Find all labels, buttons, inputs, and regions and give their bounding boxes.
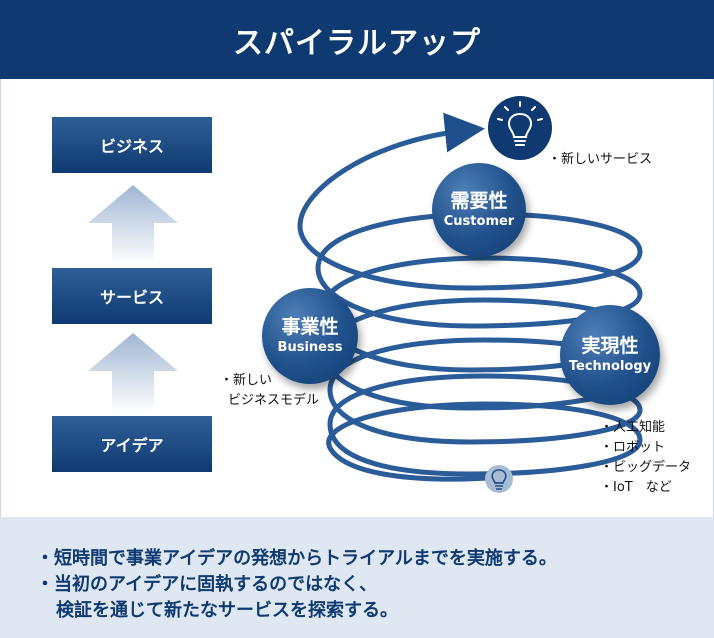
stage-idea-label: アイデア [100, 436, 164, 455]
bubble-business-title: 事業性 [281, 316, 339, 338]
summary-line-1: ・短時間で事業アイデアの発想からトライアルまでを実施する。 [36, 548, 557, 569]
spiral-ring-1 [326, 401, 643, 482]
note-business-model-1: ・新しい [220, 373, 273, 388]
stage-business: ビジネス [52, 117, 212, 173]
up-arrow-lower [88, 333, 178, 413]
summary-line-2: ・当初のアイデアに固執するのではなく、 [36, 574, 378, 595]
bubble-tech: 実現性 Technology [560, 305, 660, 405]
up-arrow-upper [88, 185, 178, 265]
stage-idea: アイデア [52, 416, 212, 472]
summary-panel: ・短時間で事業アイデアの発想からトライアルまでを実施する。 ・当初のアイデアに固… [0, 517, 714, 638]
note-tech-item: ・ロボット [600, 440, 666, 455]
lightbulb-icon-small [485, 465, 513, 493]
bubble-business: 事業性 Business [262, 288, 358, 384]
bubble-demand: 需要性 Customer [432, 163, 526, 257]
bubble-demand-title: 需要性 [450, 190, 508, 212]
spiral-ring-2 [327, 373, 643, 477]
stage-service: サービス [52, 268, 212, 324]
stage-service-label: サービス [99, 288, 164, 307]
note-tech-item: ・IoT など [600, 480, 672, 495]
spiral-ring-7 [297, 112, 485, 291]
note-business-model-2: ビジネスモデル [228, 393, 320, 408]
page-title: スパイラルアップ [233, 25, 481, 61]
summary-line-3: 検証を通じて新たなサービスを探索する。 [56, 600, 398, 621]
bubble-business-subtitle: Business [277, 340, 343, 355]
bubble-tech-title: 実現性 [581, 335, 639, 357]
stage-business-label: ビジネス [99, 137, 164, 156]
bubble-tech-subtitle: Technology [568, 359, 652, 374]
note-tech-item: ・ビッグデータ [600, 460, 692, 475]
header-bar: スパイラルアップ [0, 0, 714, 79]
lightbulb-icon [488, 96, 552, 160]
note-tech-item: ・人工知能 [600, 420, 666, 435]
bubble-demand-subtitle: Customer [443, 214, 515, 229]
note-new-service: ・新しいサービス [548, 152, 653, 167]
